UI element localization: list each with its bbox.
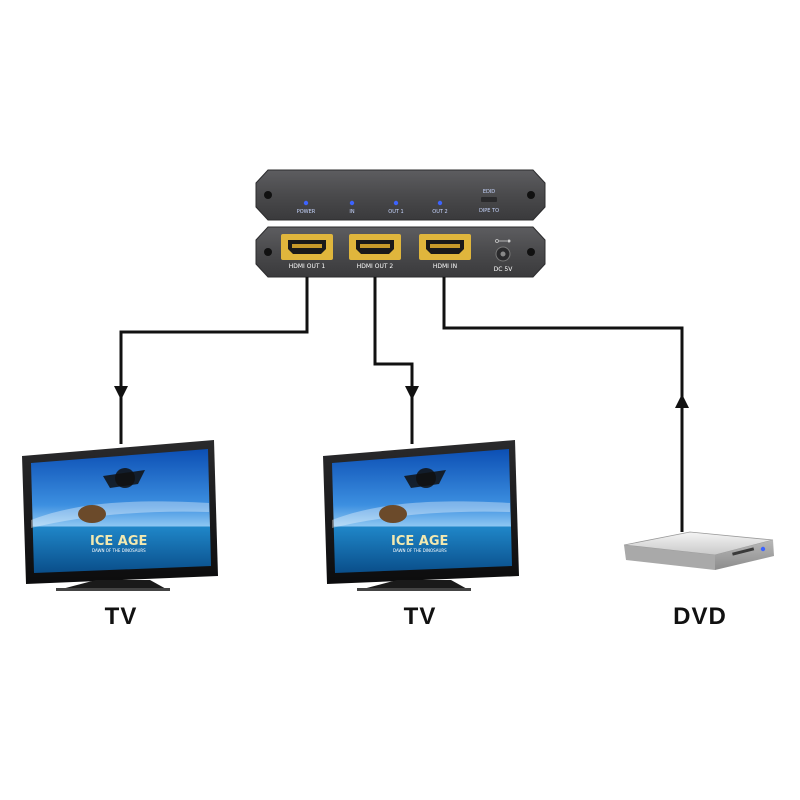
out2-led-label: OUT 2: [432, 209, 447, 215]
dc-power-jack-icon[interactable]: [495, 239, 511, 262]
tv1-screen-title: ICE AGE: [90, 534, 147, 549]
splitter-front-panel: POWER IN OUT 1 OUT 2 EDID DIPE TO: [255, 169, 546, 221]
arrow-from-dvd-icon: [675, 394, 689, 408]
power-led-label: POWER: [297, 209, 316, 215]
cable-out1-to-tv1: [119, 277, 309, 444]
edid-switch-mode-label: DIPE TO: [479, 208, 499, 214]
tv2-label: TV: [403, 603, 437, 630]
tv1-screen-subtitle: DAWN OF THE DINOSAURS: [92, 548, 146, 553]
tv-2: ICE AGE DAWN OF THE DINOSAURS: [323, 440, 519, 591]
front-screw-right-icon: [527, 191, 535, 199]
cable-out2-to-tv2: [373, 277, 414, 444]
tv2-screen-subtitle: DAWN OF THE DINOSAURS: [393, 548, 447, 553]
hdmi-out-1-port[interactable]: [281, 234, 333, 260]
in-led-icon: [349, 200, 355, 206]
arrow-to-tv1-icon: [114, 386, 128, 400]
dvd-player: [623, 531, 774, 570]
in-led-label: IN: [349, 209, 354, 215]
edid-switch[interactable]: [481, 197, 497, 202]
tv2-screen-title: ICE AGE: [391, 534, 448, 549]
dc-power-label: DC 5V: [494, 266, 514, 273]
out1-led-icon: [393, 200, 399, 206]
tv-1: ICE AGE DAWN OF THE DINOSAURS: [22, 440, 218, 591]
hdmi-in-label: HDMI IN: [433, 263, 457, 270]
splitter-rear-panel: HDMI OUT 1 HDMI OUT 2 HDMI IN DC 5V: [255, 226, 546, 278]
out2-led-icon: [437, 200, 443, 206]
rear-screw-right-icon: [527, 248, 535, 256]
hdmi-out-1-label: HDMI OUT 1: [289, 263, 326, 270]
arrow-to-tv2-icon: [405, 386, 419, 400]
hdmi-in-port[interactable]: [419, 234, 471, 260]
rear-screw-left-icon: [264, 248, 272, 256]
power-led-icon: [303, 200, 309, 206]
out1-led-label: OUT 1: [388, 209, 403, 215]
edid-switch-label: EDID: [483, 189, 495, 195]
dvd-label: DVD: [673, 603, 727, 630]
hdmi-out-2-port[interactable]: [349, 234, 401, 260]
hdmi-out-2-label: HDMI OUT 2: [357, 263, 394, 270]
tv1-label: TV: [104, 603, 138, 630]
front-screw-left-icon: [264, 191, 272, 199]
cable-dvd-to-in: [442, 277, 684, 532]
